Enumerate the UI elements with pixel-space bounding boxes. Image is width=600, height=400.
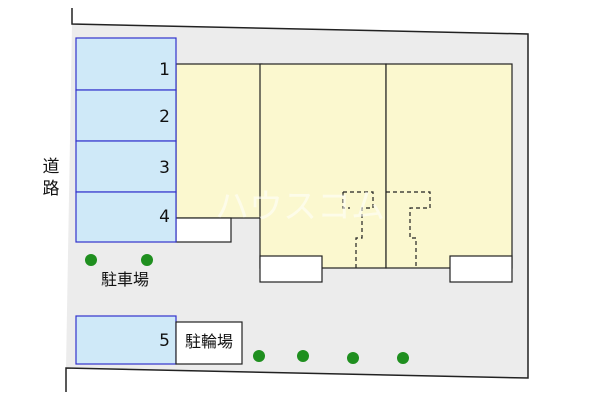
entrance-porch [259,255,323,283]
trees [85,254,409,364]
stair-outline-left-cap [342,192,350,209]
parking-space-1 [75,37,177,91]
watermark: ハウスコム [215,187,385,227]
building-unit-left [175,63,263,219]
building-unit-right [385,63,513,269]
tree-icon [253,350,265,362]
building [175,63,513,269]
parking-space-number: 1 [159,60,170,80]
parking-space-number: 2 [159,107,170,127]
tree-icon [85,254,97,266]
parking-space-number: 4 [159,207,170,227]
site-boundary [65,8,529,392]
parking-space-number: 3 [159,158,170,178]
parking-caption: 駐車場 [101,270,149,289]
entrance-porch [449,255,513,283]
tree-icon [347,352,359,364]
tree-icon [397,352,409,364]
bicycle-parking-space [75,315,177,365]
stair-outline [343,191,431,268]
tree-icon [297,350,309,362]
road-label: 路 [43,179,60,199]
parking-space-4 [75,191,177,243]
road-label: 道 [43,157,60,177]
tree-icon [141,254,153,266]
parking-area: 1 2 3 4 [75,37,177,243]
building-unit-middle [259,63,387,269]
parking-space-3 [75,140,177,193]
parking-space-2 [75,89,177,142]
bicycle-parking-caption: 駐輪場 [185,332,233,351]
bicycle-parking-number: 5 [159,331,170,351]
bicycle-parking-label-box [175,321,243,365]
entrance-porch [175,217,232,243]
